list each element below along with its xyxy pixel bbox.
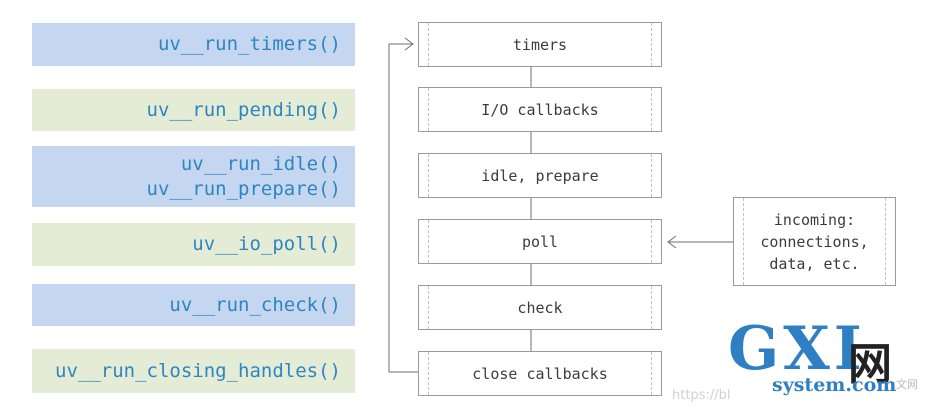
logo-cn-text: 网 [848,339,892,390]
incoming-box: incoming: connections, data, etc. [733,197,896,286]
function-label-closing-handles: uv__run_closing_handles() [32,349,355,393]
function-label-text: uv__run_check() [169,293,341,316]
phase-poll: poll [418,219,662,264]
incoming-label: data, etc. [769,254,860,273]
function-label-io-poll: uv__io_poll() [32,223,355,266]
url-watermark: https://bl [672,388,731,403]
function-label-text: uv__run_timers() [157,33,341,55]
site-logo: GXI 网 system.com 文网 [728,314,924,410]
phase-label: poll [521,232,559,251]
function-label-check: uv__run_check() [32,284,355,326]
phase-label: I/O callbacks [481,100,599,119]
incoming-label: connections, [760,232,869,251]
phase-label: timers [512,35,568,54]
logo-small-text: 文网 [896,378,918,391]
function-label-text: uv__run_pending() [146,98,341,121]
phase-check: check [418,285,662,330]
phase-timers: timers [418,22,662,67]
phase-label: check [517,298,563,317]
function-label-timers: uv__run_timers() [32,23,355,66]
function-label-text: uv__io_poll() [192,233,341,255]
function-label-idle-prepare: uv__run_idle() uv__run_prepare() [32,146,355,207]
incoming-label: incoming: [773,210,856,229]
phase-label: close callbacks [472,364,608,383]
loop-back-line [388,43,418,373]
logo-site-text: system.com [772,374,897,396]
phase-io-callbacks: I/O callbacks [418,87,662,132]
function-label-text: uv__run_closing_handles() [55,359,341,382]
function-label-text: uv__run_prepare() [146,177,341,200]
phase-close-callbacks: close callbacks [418,351,662,396]
loop-arrow-head [404,37,414,51]
function-label-pending: uv__run_pending() [32,89,355,131]
function-label-text: uv__run_idle() [180,152,341,175]
incoming-arrow-head [667,235,677,249]
phase-label: idle, prepare [481,166,599,185]
logo-main-text: GXI [728,314,866,384]
phase-idle-prepare: idle, prepare [418,153,662,198]
